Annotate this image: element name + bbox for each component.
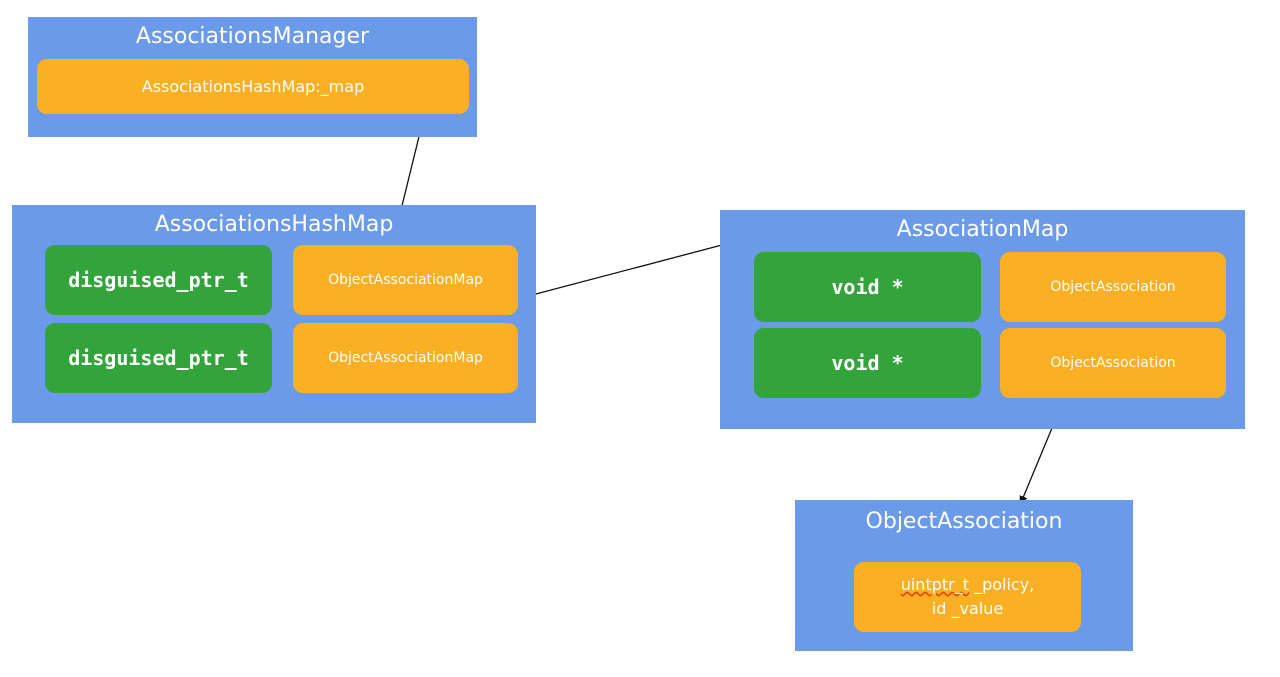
associations-hash-map-field: AssociationsHashMap:_map — [37, 59, 469, 114]
associations-hash-map-title: AssociationsHashMap — [154, 212, 394, 237]
object-association-fields: uintptr_t _policy, id _value — [854, 562, 1081, 632]
association-map-value-2: ObjectAssociation — [1000, 328, 1226, 398]
association-map-value-1: ObjectAssociation — [1000, 252, 1226, 322]
hashmap-key-2: disguised_ptr_t — [45, 323, 272, 393]
association-map-key-2: void * — [754, 328, 981, 398]
associations-hash-map-panel: AssociationsHashMap disguised_ptr_t Obje… — [12, 205, 536, 423]
association-map-title: AssociationMap — [896, 217, 1069, 242]
association-map-panel: AssociationMap void * ObjectAssociation … — [720, 210, 1245, 429]
hashmap-value-2: ObjectAssociationMap — [293, 323, 518, 393]
object-association-title: ObjectAssociation — [865, 509, 1063, 534]
policy-field-line: uintptr_t _policy, — [901, 573, 1035, 597]
hashmap-key-1: disguised_ptr_t — [45, 245, 272, 315]
object-association-panel: ObjectAssociation uintptr_t _policy, id … — [795, 500, 1133, 651]
hashmap-value-1: ObjectAssociationMap — [293, 245, 518, 315]
associations-manager-panel: AssociationsManager AssociationsHashMap:… — [28, 17, 477, 137]
association-map-key-1: void * — [754, 252, 981, 322]
policy-type: uintptr_t — [900, 575, 969, 594]
associations-manager-title: AssociationsManager — [135, 24, 370, 49]
value-field-line: id _value — [931, 599, 1004, 618]
policy-field-name: _policy, — [969, 575, 1035, 594]
